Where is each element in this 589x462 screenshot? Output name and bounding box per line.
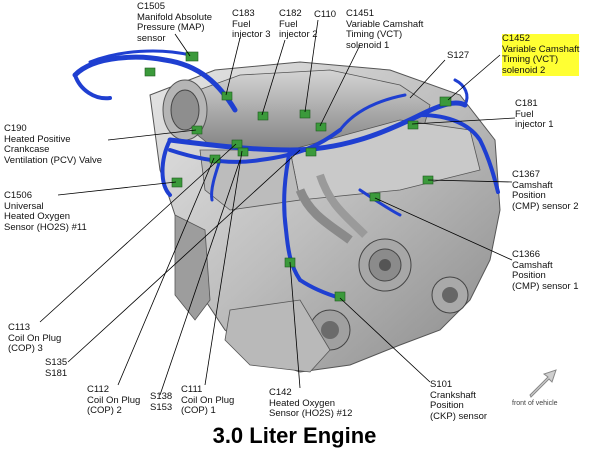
label-c1452: C1452 Variable Camshaft Timing (VCT) sol… xyxy=(502,33,580,76)
connector-c182 xyxy=(257,111,269,121)
label-c183: C183 Fuel injector 3 xyxy=(232,8,271,40)
label-c1505: C1505 Manifold Absolute Pressure (MAP) s… xyxy=(137,1,212,44)
label-c1506: C1506 Universal Heated Oxygen Sensor (HO… xyxy=(4,190,87,233)
label-c113: C113 Coil On Plug (COP) 3 xyxy=(8,322,62,354)
label-c142: C142 Heated Oxygen Sensor (HO2S) #12 xyxy=(269,387,353,419)
connector-c1451 xyxy=(315,122,327,132)
label-c110: C110 xyxy=(314,9,337,20)
label-c182: C182 Fuel injector 2 xyxy=(279,8,318,40)
diagram-title: 3.0 Liter Engine xyxy=(212,423,377,448)
wiring-harness xyxy=(72,49,500,300)
connector-c113 xyxy=(231,139,243,149)
label-c111: C111 Coil On Plug (COP) 1 xyxy=(181,384,235,416)
connector-c112 xyxy=(209,154,221,164)
label-c112: C112 Coil On Plug (COP) 2 xyxy=(87,384,141,416)
connector-c1366 xyxy=(369,192,381,202)
connector-c183 xyxy=(221,91,233,101)
front-of-vehicle-label: front of vehicle xyxy=(512,400,558,407)
front-of-vehicle-arrow-icon xyxy=(529,369,557,398)
connector-c111 xyxy=(237,147,249,157)
label-s138: S138 S153 xyxy=(150,391,173,413)
leader-lines xyxy=(39,19,516,396)
label-s127: S127 xyxy=(447,50,470,61)
engine-block xyxy=(149,61,501,373)
label-c1451: C1451 Variable Camshaft Timing (VCT) sol… xyxy=(346,8,424,51)
label-c190: C190 Heated Positive Crankcase Ventilati… xyxy=(4,123,103,166)
label-c1367: C1367 Camshaft Position (CMP) sensor 2 xyxy=(512,169,579,212)
connector-c181 xyxy=(407,120,419,130)
label-c1366: C1366 Camshaft Position (CMP) sensor 1 xyxy=(512,249,579,292)
connector-c1452 xyxy=(439,96,452,107)
label-c181: C181 Fuel injector 1 xyxy=(515,98,554,130)
label-s101: S101 Crankshaft Position (CKP) sensor xyxy=(430,379,488,422)
connector-s101 xyxy=(334,291,346,302)
connector-c190 xyxy=(191,125,203,135)
label-s135: S135 S181 xyxy=(45,357,68,379)
connector-c1505 xyxy=(185,51,199,62)
